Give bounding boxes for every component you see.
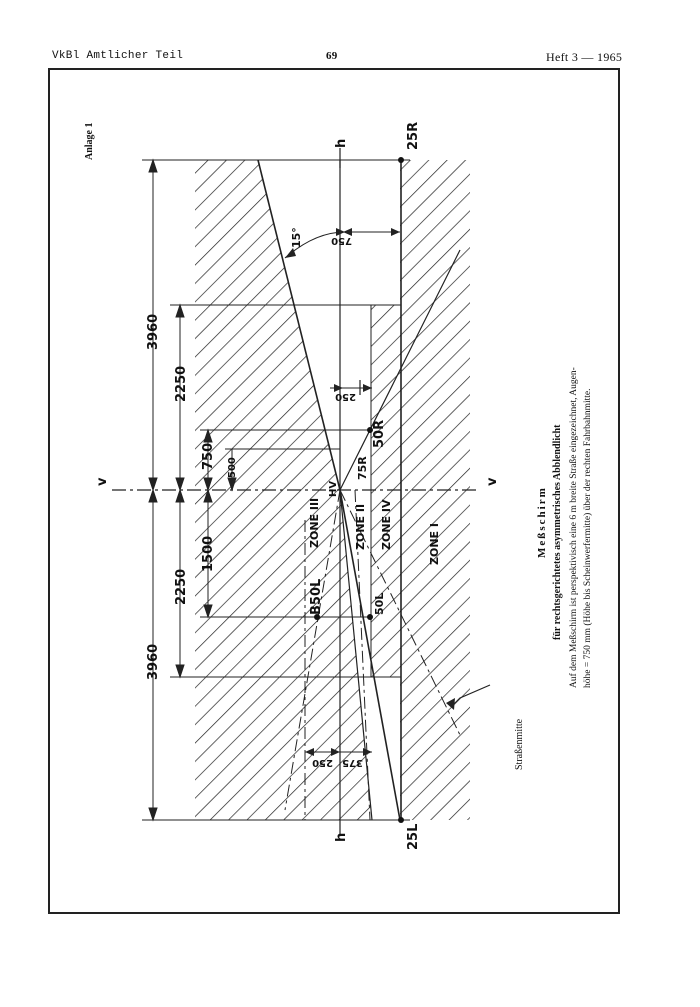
cutoff-rise-line [339, 249, 461, 491]
dim-500: 500 [227, 457, 238, 478]
dim-3960-bottom: 3960 [146, 644, 161, 680]
zone-iv-hatched [371, 305, 401, 677]
strassenmitte-label: Straßenmitte [514, 718, 525, 770]
dim-750-top: 750 [331, 235, 352, 246]
zone-1-label: ZONE I [428, 523, 441, 565]
caption-title: Meßschirm [536, 486, 548, 558]
dim-375: 375 [342, 757, 363, 768]
point-25l-label: 25L [406, 824, 421, 850]
caption-subtitle: für rechtsgerichtetes asymmetrisches Abb… [552, 424, 563, 640]
issue-label: Heft 3 — 1965 [546, 50, 623, 64]
zone-3-label: ZONE III [308, 498, 321, 548]
point-75r-label: 75R [356, 456, 369, 480]
h-axis-bottom-label: h [334, 833, 349, 842]
angle-label: 15° [290, 227, 303, 248]
right-hatched-area [400, 160, 470, 820]
appendix-label: Anlage 1 [84, 123, 95, 161]
dim-250-bottom: 250 [312, 757, 333, 768]
point-b50l-label: B50L [309, 579, 324, 615]
page-header: VkBl Amtlicher Teil 69 Heft 3 — 1965 [0, 0, 700, 70]
dim-3960-top: 3960 [146, 314, 161, 350]
v-axis-left-label: v [95, 477, 110, 486]
caption-line-1: Auf dem Meßschirm ist perspektivisch ein… [568, 367, 579, 688]
dim-250-top: 250 [335, 391, 356, 402]
dim-750-left: 750 [201, 443, 216, 470]
zone-2-label: ZONE II [354, 504, 367, 550]
h-axis-top-label: h [334, 139, 349, 148]
figure-frame [48, 68, 620, 914]
zone-4-label: ZONE IV [380, 499, 393, 550]
caption-line-2: höhe = 750 mm (Höhe bis Scheinwerfermitt… [582, 388, 593, 688]
point-25r-label: 25R [406, 122, 421, 150]
dim-2250-top: 2250 [174, 366, 189, 402]
cutoff-line [339, 489, 401, 821]
v-axis-right-label: v [485, 477, 500, 486]
dim-2250-bottom: 2250 [174, 569, 189, 605]
dimension-lines [142, 158, 410, 822]
figure-caption: Meßschirm für rechtsgerichtetes asymmetr… [536, 367, 593, 688]
journal-title: VkBl Amtlicher Teil [52, 50, 184, 62]
point-50l-label: 50L [373, 593, 386, 615]
point-hv-label: HV [328, 481, 339, 497]
dim-1500: 1500 [201, 536, 216, 572]
point-50r-label: 50R [372, 420, 387, 448]
page-number: 69 [326, 50, 338, 62]
